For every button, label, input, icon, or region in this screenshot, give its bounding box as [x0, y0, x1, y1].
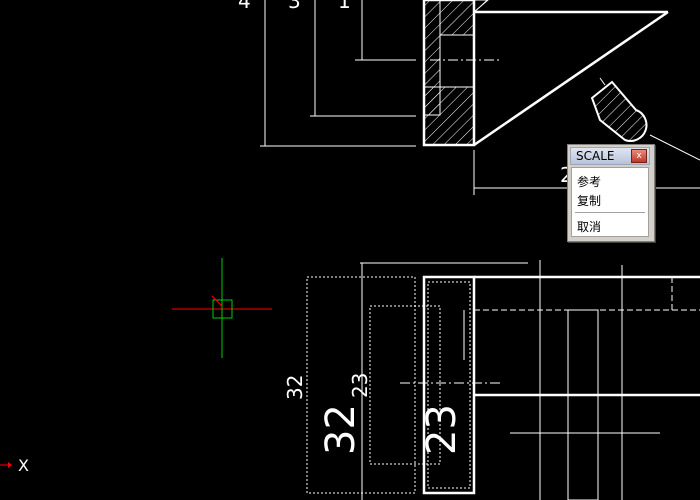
scale-menu-title: SCALE: [576, 149, 615, 163]
dim-label-1: 1: [338, 0, 351, 13]
close-icon[interactable]: x: [631, 149, 647, 163]
dim-label-32-small: 32: [283, 375, 307, 400]
crosshair-cursor: [172, 258, 272, 358]
top-part-view: [260, 0, 700, 195]
dim-label-23-large: 23: [419, 404, 465, 455]
dim-label-23-small: 23: [348, 373, 372, 398]
dim-label-3: 3: [288, 0, 301, 13]
menu-item-reference[interactable]: 参考: [577, 175, 602, 189]
dim-label-4: 4: [238, 0, 251, 13]
scale-menu-titlebar[interactable]: SCALE x: [570, 147, 650, 165]
ucs-x-arrow: [0, 462, 12, 468]
menu-separator: [575, 212, 645, 213]
side-part-view: [306, 260, 700, 500]
menu-item-cancel[interactable]: 取消: [577, 220, 602, 234]
scale-menu-body: 参考 复制 取消: [571, 167, 649, 237]
dim-label-32-large: 32: [318, 404, 364, 455]
ucs-x-label: X: [18, 456, 29, 475]
scale-context-menu: SCALE x 参考 复制 取消: [567, 144, 655, 242]
menu-item-copy[interactable]: 复制: [577, 194, 602, 208]
